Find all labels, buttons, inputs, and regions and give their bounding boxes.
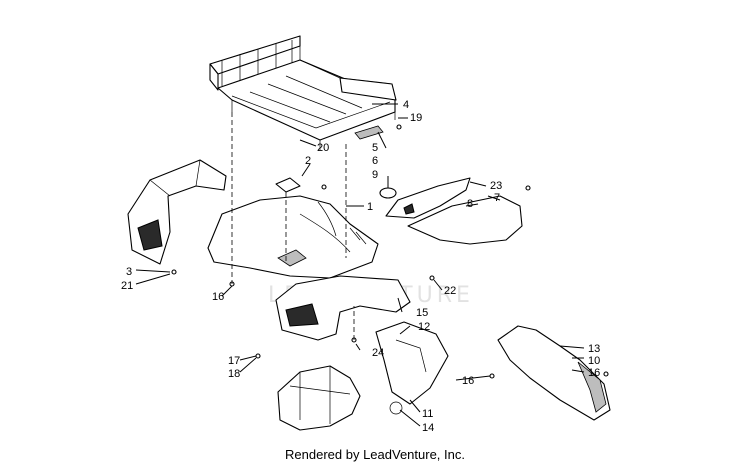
- callout-4: 4: [403, 99, 409, 111]
- callout-19: 19: [410, 112, 422, 124]
- callout-10: 10: [588, 355, 600, 367]
- callout-2: 2: [305, 155, 311, 167]
- callout-16: 16: [212, 291, 224, 303]
- callout-6: 6: [372, 155, 378, 167]
- callout-13: 13: [588, 343, 600, 355]
- side-cover: [497, 325, 611, 421]
- rear-rack: [209, 35, 397, 150]
- callout-14: 14: [422, 422, 434, 434]
- side-panel: [385, 177, 523, 245]
- callout-8: 8: [467, 198, 473, 210]
- callout-5: 5: [372, 142, 378, 154]
- assembly-lines: [231, 112, 355, 340]
- callout-24: 24: [372, 347, 384, 359]
- callout-labels: 4 19 20 5 6 9 2 1 23 7 8 3 21 16 22 15 1…: [121, 99, 600, 434]
- leader-lines: [135, 103, 585, 427]
- left-fender-flare: [127, 159, 227, 265]
- callout-1: 1: [367, 201, 373, 213]
- callout-12: 12: [418, 321, 430, 333]
- right-fender-flare: [275, 275, 411, 341]
- rear-fender: [207, 195, 379, 279]
- callout-21: 21: [121, 280, 133, 292]
- callout-9: 9: [372, 169, 378, 181]
- callout-16: 16: [588, 367, 600, 379]
- callout-7: 7: [494, 192, 500, 204]
- frame-bracket: [277, 321, 449, 431]
- callout-16: 16: [462, 375, 474, 387]
- callout-20: 20: [317, 142, 329, 154]
- callout-18: 18: [228, 368, 240, 380]
- callout-3: 3: [126, 266, 132, 278]
- callout-22: 22: [444, 285, 456, 297]
- callout-23: 23: [490, 180, 502, 192]
- callout-15: 15: [416, 307, 428, 319]
- footer-credit: Rendered by LeadVenture, Inc.: [285, 447, 465, 462]
- callout-17: 17: [228, 355, 240, 367]
- callout-11: 11: [422, 408, 433, 420]
